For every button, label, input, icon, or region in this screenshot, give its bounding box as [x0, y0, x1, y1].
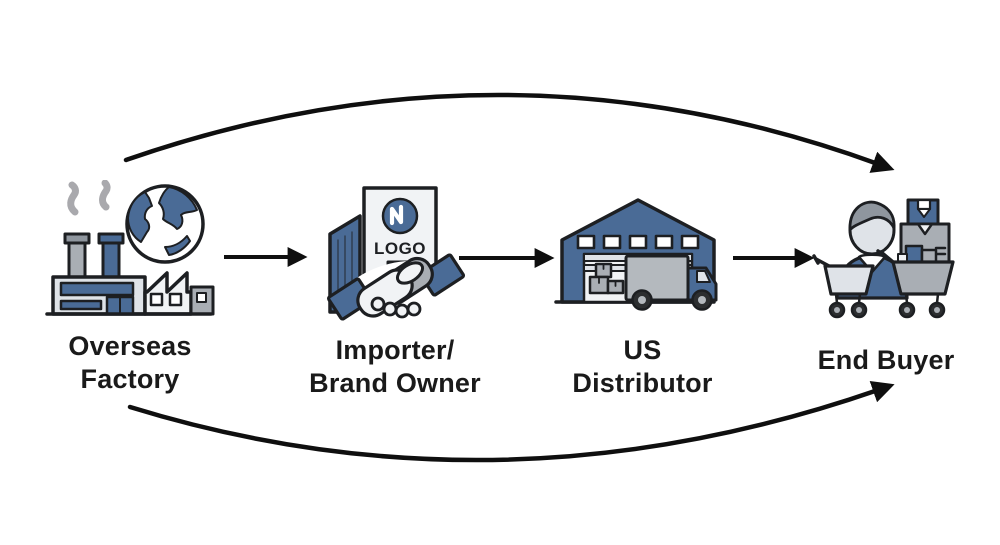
shopper-carts-boxes-icon	[811, 198, 955, 319]
node-us-distributor: US Distributor	[545, 190, 740, 400]
label-line: Factory	[80, 364, 180, 394]
logo-mark-icon	[389, 204, 404, 226]
warehouse-truck-icon	[554, 198, 718, 311]
warehouse-boxes-icon	[588, 262, 625, 295]
smoke-icon	[67, 180, 111, 216]
node-label: Overseas Factory	[68, 330, 191, 396]
globe-icon	[125, 184, 205, 264]
truck-icon	[624, 254, 718, 311]
handshake-icon	[326, 253, 466, 324]
node-importer-brand-owner: LOGO Importer/	[295, 182, 495, 400]
label-line: Distributor	[572, 368, 713, 398]
bottom-bypass-arrow	[127, 380, 895, 463]
node-label: US Distributor	[572, 334, 712, 400]
node-label: End Buyer	[818, 344, 955, 377]
label-line: End Buyer	[817, 345, 955, 375]
full-shopping-cart-icon	[875, 244, 955, 319]
top-bypass-arrow	[123, 92, 895, 173]
node-label: Importer/ Brand Owner	[309, 334, 481, 400]
factory-globe-icon	[45, 180, 215, 316]
building-document-handshake-icon: LOGO	[326, 186, 466, 324]
label-line: Importer/	[335, 335, 455, 365]
label-line: Overseas	[68, 331, 192, 361]
node-overseas-factory: Overseas Factory	[38, 178, 222, 396]
logo-text: LOGO	[374, 239, 426, 258]
node-end-buyer: End Buyer	[805, 188, 967, 377]
label-line: Brand Owner	[309, 368, 481, 398]
label-line: US	[623, 335, 662, 365]
shopping-cart-icon	[811, 254, 875, 319]
parcel-boxes-icon	[899, 198, 950, 266]
